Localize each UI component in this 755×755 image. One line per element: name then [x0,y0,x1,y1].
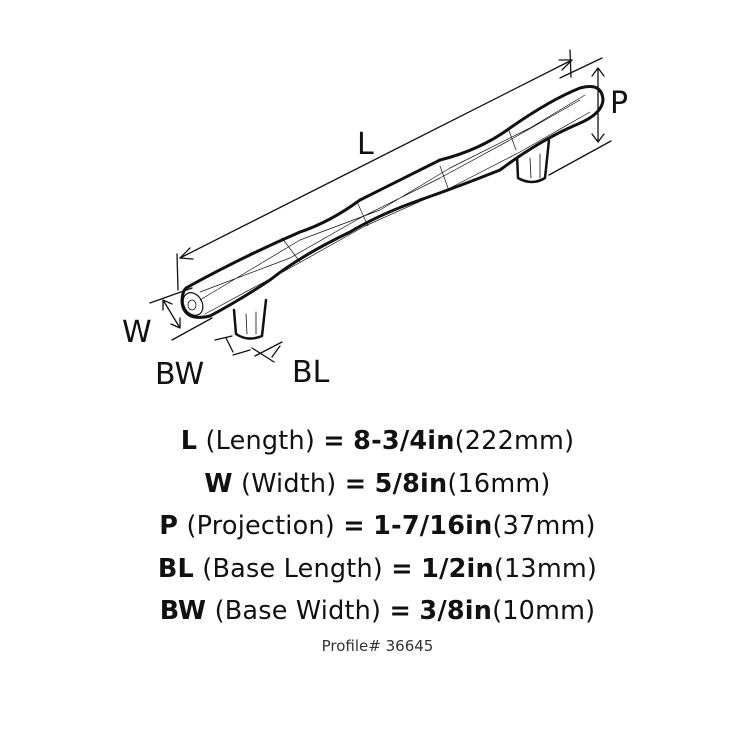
spec-mm: (37mm) [492,511,596,541]
spec-base-width: BW (Base Width) = 3/8in(10mm) [0,590,755,633]
projection-dimension [548,57,612,176]
handle-bar [180,85,605,319]
label-width: W [122,315,152,350]
length-dimension [176,49,573,291]
spec-eq: = [344,468,367,499]
spec-eq: = [323,426,345,456]
spec-code: L [180,426,198,456]
spec-inch: 1/2in [421,553,494,584]
spec-eq: = [389,596,412,626]
spec-projection: P (Projection) = 1-7/16in(37mm) [0,505,755,548]
spec-inch: 1-7/16in [373,511,493,541]
left-post [232,298,268,340]
specifications: L (Length) = 8-3/4in(222mm) W (Width) = … [0,420,755,655]
spec-code: P [159,511,179,541]
handle-dimension-drawing: L P W BW BL [122,49,628,392]
spec-inch: 5/8in [374,468,448,499]
spec-eq: = [343,511,365,541]
spec-inch: 3/8in [419,596,493,626]
spec-code: BL [157,553,194,584]
label-projection: P [610,86,628,121]
spec-length: L (Length) = 8-3/4in(222mm) [0,420,755,463]
spec-name: (Length) [205,426,315,456]
spec-width: W (Width) = 5/8in(16mm) [0,463,755,506]
spec-name: (Base Width) [214,596,382,626]
label-length: L [357,127,374,162]
label-base-width: BW [155,357,204,392]
spec-eq: = [391,553,413,584]
width-dimension [149,287,213,341]
right-post [515,138,551,184]
spec-code: W [204,468,233,499]
spec-base-length: BL (Base Length) = 1/2in(13mm) [0,548,755,591]
spec-mm: (222mm) [454,426,575,456]
spec-mm: (13mm) [493,553,598,584]
profile-number: Profile# 36645 [321,636,434,655]
spec-name: (Width) [241,468,337,499]
spec-mm: (16mm) [447,468,551,499]
spec-mm: (10mm) [492,596,596,626]
spec-code: BW [159,596,207,626]
spec-name: (Base Length) [202,553,383,584]
base-dimensions [214,335,283,363]
label-base-length: BL [292,355,330,390]
spec-name: (Projection) [186,511,335,541]
spec-inch: 8-3/4in [353,426,455,456]
